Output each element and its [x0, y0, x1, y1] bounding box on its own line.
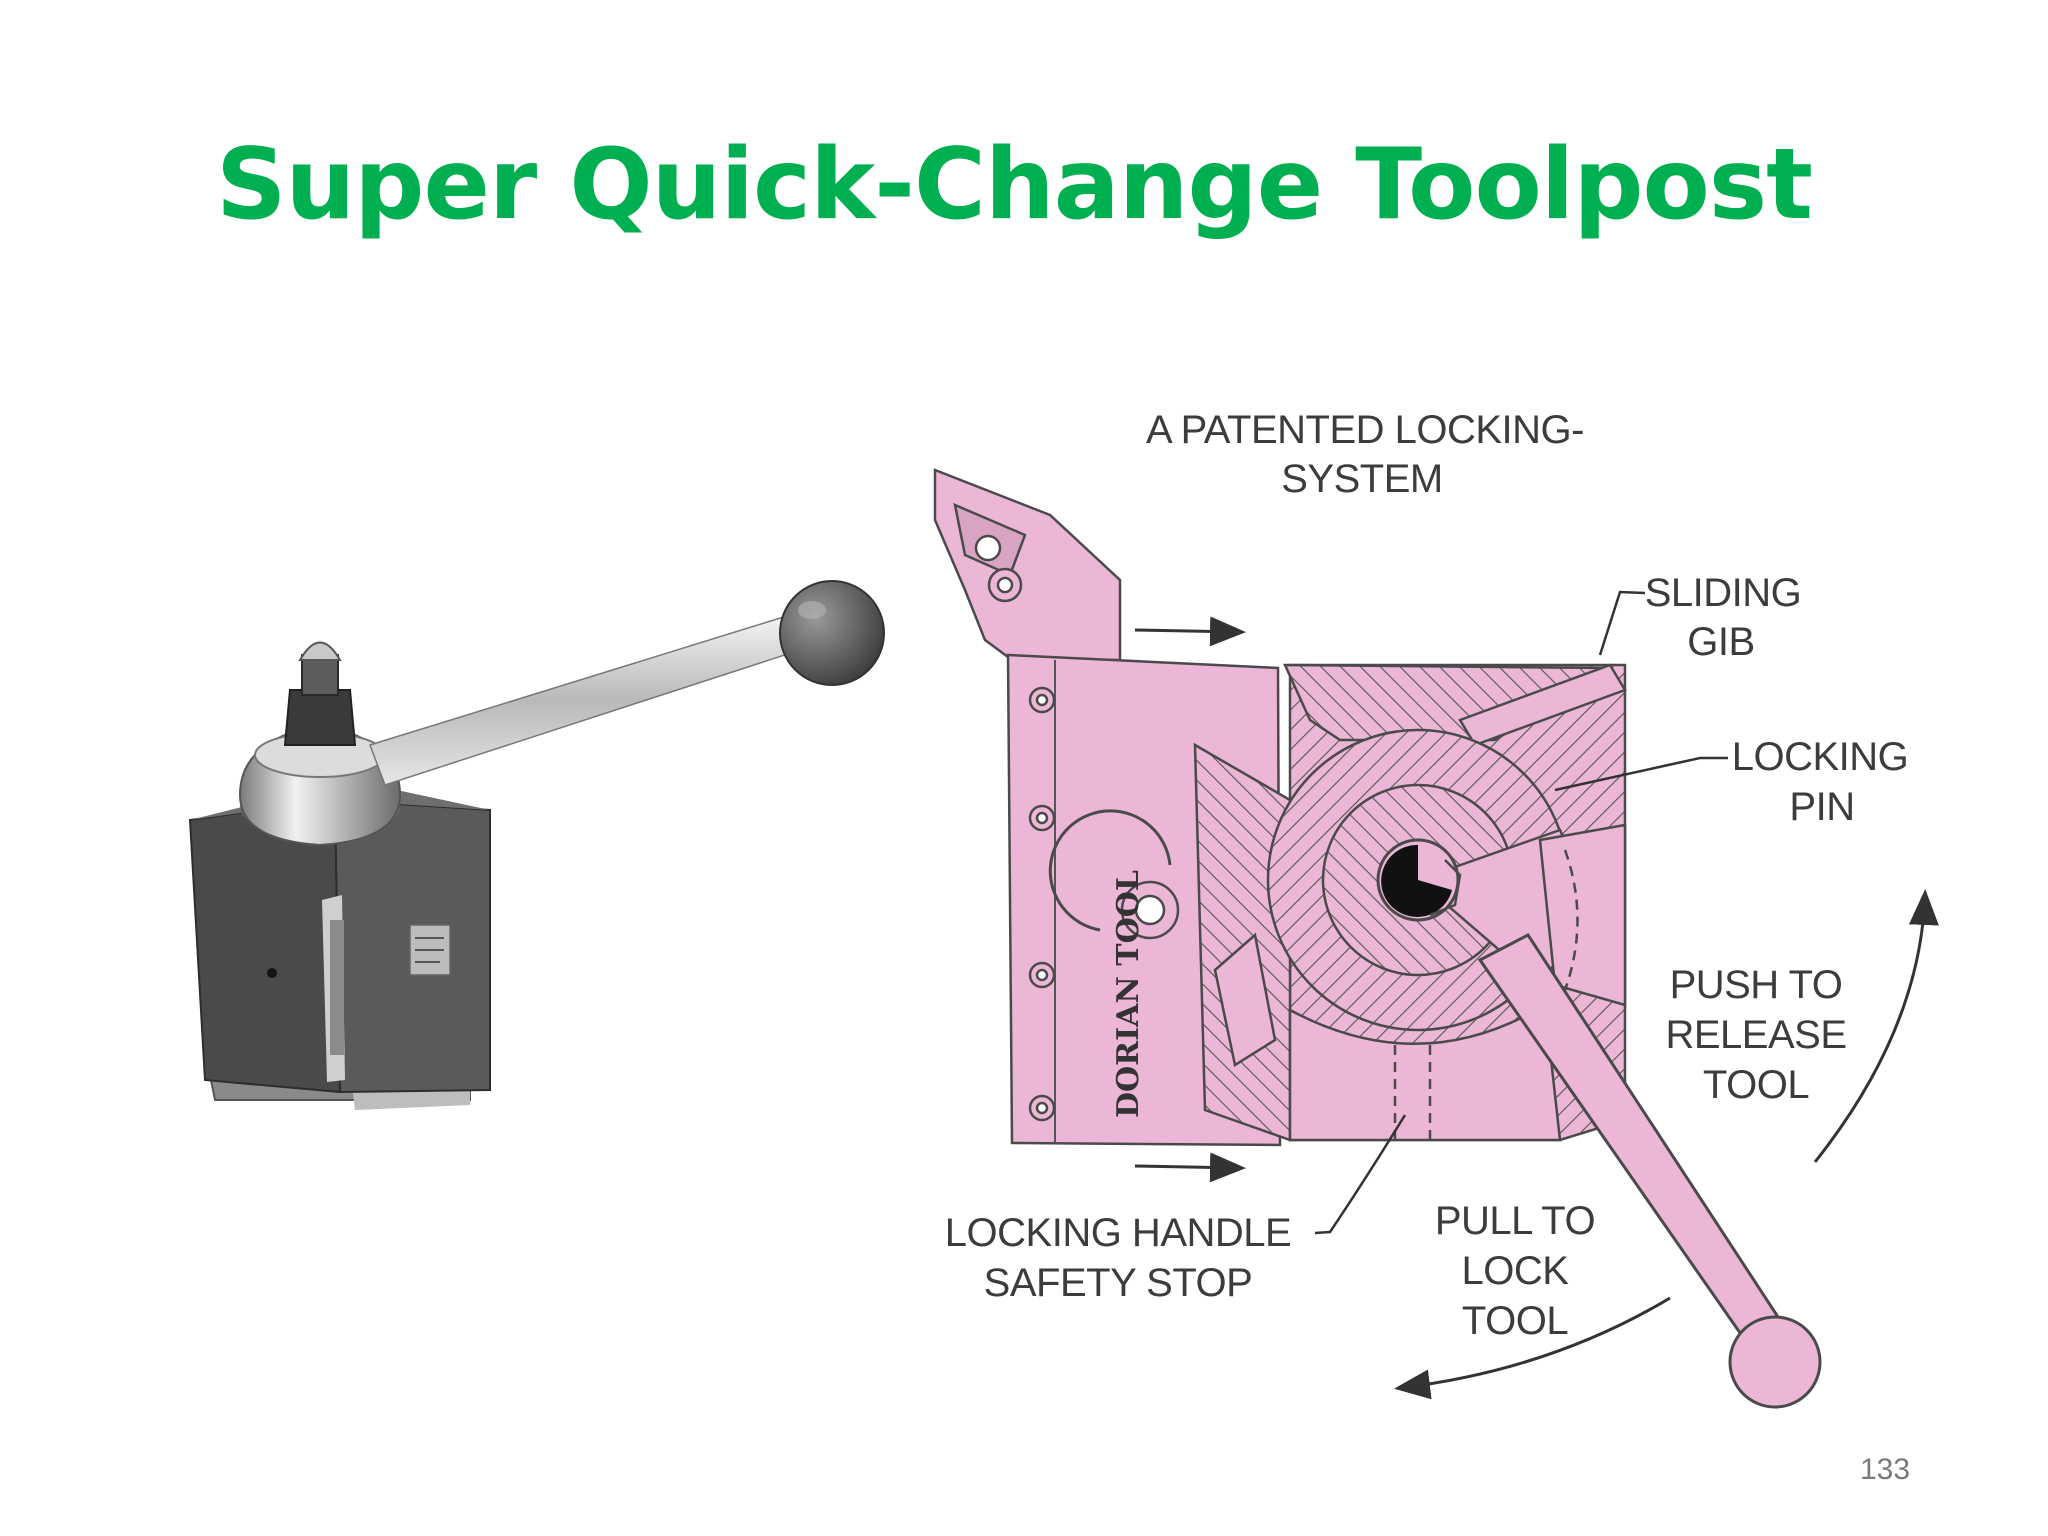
label-locking-pin-line1: LOCKING — [1732, 735, 1909, 779]
leader-lines — [1314, 590, 1728, 1235]
label-push-line3: TOOL — [1703, 1063, 1809, 1107]
sliding-gib-leader — [1598, 590, 1646, 656]
label-push-line1: PUSH TO — [1670, 963, 1843, 1007]
page-number: 133 — [1860, 1453, 1911, 1486]
locking-pin-leader — [1554, 756, 1728, 792]
toolpost-photo — [188, 580, 885, 1110]
push-arrow — [1813, 889, 1939, 1163]
brand-text: DORIAN TOOL — [1111, 870, 1146, 1118]
label-locking-pin-line2: PIN — [1789, 785, 1854, 829]
label-safety-stop-line1: LOCKING HANDLE — [945, 1211, 1291, 1255]
label-locking-system-line1: A PATENTED LOCKING- — [1146, 408, 1584, 452]
diagram-labels: A PATENTED LOCKING- SYSTEM SLIDING GIB L… — [945, 408, 1909, 1343]
toolpost-diagram — [933, 468, 1822, 1409]
arrow-right-upper — [1134, 616, 1246, 647]
label-sliding-gib-line2: GIB — [1687, 620, 1754, 664]
label-pull-line2: LOCK — [1462, 1249, 1570, 1293]
label-push-line2: RELEASE — [1665, 1013, 1846, 1057]
dorian-brand-mark: DORIAN TOOL — [1111, 870, 1146, 1118]
arrow-right-lower — [1134, 1152, 1246, 1183]
label-pull-line1: PULL TO — [1435, 1199, 1595, 1243]
holder-screws — [1028, 686, 1056, 1122]
label-pull-line3: TOOL — [1462, 1299, 1568, 1343]
pull-arrow — [1394, 1296, 1671, 1400]
safety-stop-leader — [1314, 1114, 1407, 1235]
label-locking-system-line2: SYSTEM — [1281, 457, 1442, 501]
slide-title: Super Quick-Change Toolpost — [215, 128, 1813, 242]
label-safety-stop-line2: SAFETY STOP — [984, 1261, 1253, 1305]
slide-arrows — [1134, 616, 1939, 1400]
label-sliding-gib-line1: SLIDING — [1645, 571, 1802, 615]
